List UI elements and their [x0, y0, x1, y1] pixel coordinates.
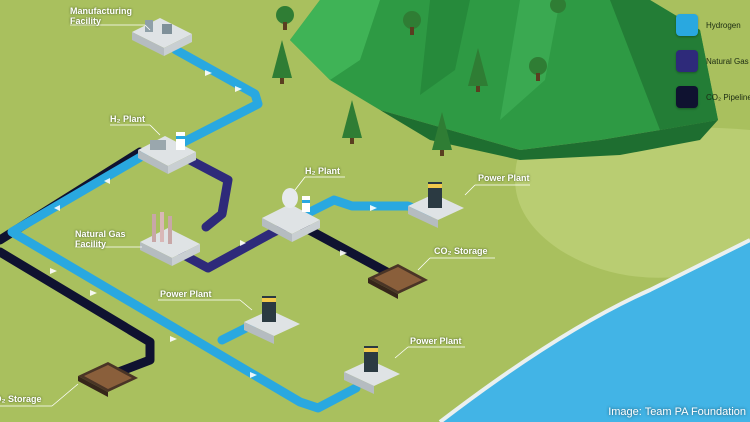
image-credit: Image: Team PA Foundation [608, 406, 746, 418]
legend-item-natural-gas: Natural Gas [676, 50, 749, 72]
legend-item-hydrogen: Hydrogen [676, 14, 741, 36]
legend-label: CO₂ Pipeline [706, 92, 750, 102]
h2-plant-1 [138, 132, 196, 174]
label-h2-plant-2: H₂ Plant [305, 166, 341, 176]
shoreline [438, 238, 750, 422]
label-natural-gas-facility: Natural Gas Facility [75, 229, 126, 249]
legend-swatch [676, 50, 698, 72]
legend-item-co2-pipeline: CO₂ Pipeline [676, 86, 750, 108]
label-co2-storage-2: CO₂ Storage [0, 394, 42, 404]
manufacturing-facility [132, 18, 192, 56]
h2-plant-2 [262, 188, 320, 242]
mountain [290, 0, 718, 160]
label-power-plant-1: Power Plant [478, 173, 530, 183]
label-co2-storage-1: CO₂ Storage [434, 246, 488, 256]
co2-storage-icons [78, 264, 428, 397]
legend-swatch [676, 14, 698, 36]
natural-gas-facility-icon [140, 212, 200, 266]
legend-swatch [676, 86, 698, 108]
grass-patch [515, 127, 750, 278]
label-leaders [0, 24, 530, 407]
label-power-plant-2: Power Plant [160, 289, 212, 299]
trees [272, 0, 566, 156]
label-manufacturing-facility: Manufacturing Facility [70, 6, 132, 26]
label-power-plant-3: Power Plant [410, 336, 462, 346]
legend-label: Natural Gas [706, 56, 749, 66]
power-plant-icons [244, 182, 464, 394]
water-body [440, 240, 750, 422]
legend-label: Hydrogen [706, 20, 741, 30]
flow-arrows [50, 70, 377, 378]
label-h2-plant-1: H₂ Plant [110, 114, 146, 124]
